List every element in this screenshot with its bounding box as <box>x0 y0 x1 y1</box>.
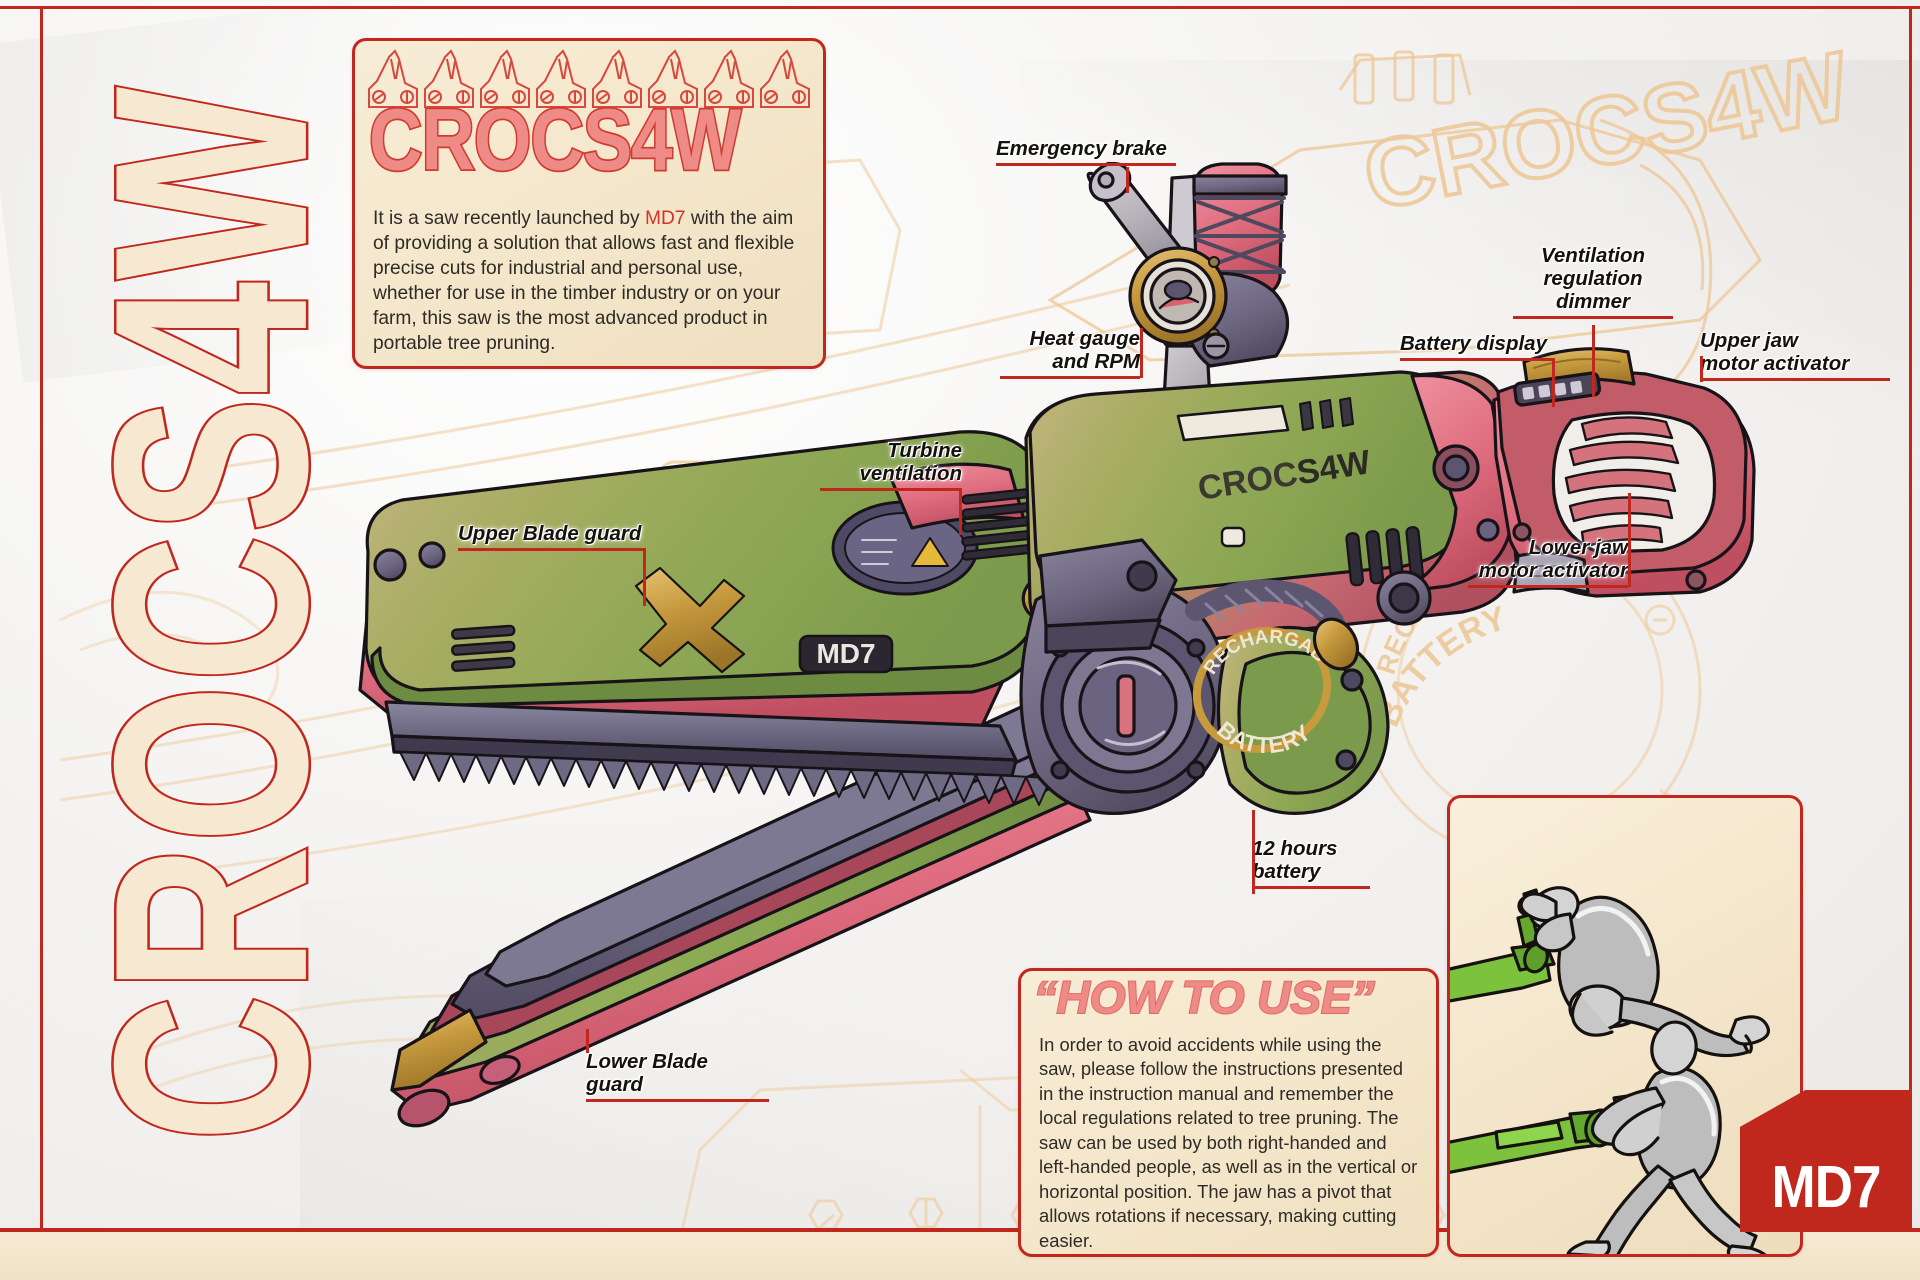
callout-battery-display: Battery display <box>1400 332 1555 407</box>
side-title-text: CROCS4W <box>54 83 367 1145</box>
svg-text:BATTERY: BATTERY <box>1369 599 1512 732</box>
paper-crease <box>1020 60 1920 480</box>
callout-emergency-brake: Emergency brake <box>996 137 1176 193</box>
callout-ventilation-dimmer: Ventilation regulation dimmer <box>1513 244 1673 397</box>
figure-kneeling <box>1450 886 1770 1058</box>
intro-body-part1: It is a saw recently launched by <box>373 208 645 229</box>
callout-turbine-ventilation-label: Turbine ventilation <box>859 439 962 485</box>
callout-battery-display-label: Battery display <box>1400 332 1547 355</box>
frame-line-right <box>1909 6 1912 1232</box>
intro-body-part2: with the aim of providing a solution tha… <box>373 208 795 354</box>
intro-brand: MD7 <box>644 208 686 229</box>
svg-text:RECHARGABLE: RECHARGABLE <box>1371 538 1551 677</box>
callout-upper-blade-guard: Upper Blade guard <box>458 522 646 606</box>
intro-title: CROCS4W <box>367 90 742 189</box>
callout-lower-jaw-activator: Lower jaw motor activator <box>1468 493 1631 588</box>
callout-lower-jaw-activator-label: Lower jaw motor activator <box>1478 536 1628 582</box>
heat-gauge-mast <box>1086 161 1290 472</box>
callout-upper-blade-guard-label: Upper Blade guard <box>458 522 642 545</box>
rear-handle <box>1492 347 1756 598</box>
callout-lower-blade-guard-label: Lower Blade guard <box>586 1050 708 1096</box>
md7-logo-text: MD7 <box>1771 1154 1882 1221</box>
svg-text:CROCS4W: CROCS4W <box>1356 32 1858 231</box>
callout-battery-life: 12 hours battery <box>1252 810 1370 894</box>
upper-blade-guard-assembly: MD7 <box>358 430 1093 732</box>
frame-line-bottom <box>0 1228 1920 1232</box>
frame-line-top <box>0 6 1920 9</box>
svg-text:MD7: MD7 <box>816 638 875 669</box>
how-to-use-body: In order to avoid accidents while using … <box>1039 1034 1418 1251</box>
intro-body: It is a saw recently launched by MD7 wit… <box>373 207 803 357</box>
how-to-use-panel: “HOW TO USE” In order to avoid accidents… <box>1018 968 1439 1257</box>
callout-ventilation-dimmer-label: Ventilation regulation dimmer <box>1540 244 1646 313</box>
callout-upper-jaw-activator-label: Upper jaw motor activator <box>1700 329 1850 375</box>
callout-heat-gauge-rpm-label: Heat gauge and RPM <box>1029 327 1141 373</box>
lower-blade-assembly <box>390 688 1106 1128</box>
callout-emergency-brake-label: Emergency brake <box>996 137 1167 160</box>
saw-teeth-decoration <box>368 49 810 108</box>
figure-standing <box>1450 1020 1767 1254</box>
how-to-use-title: “HOW TO USE” <box>1033 972 1376 1023</box>
callout-heat-gauge-rpm: Heat gauge and RPM <box>1000 327 1143 379</box>
saw-teeth-bar <box>384 700 1052 806</box>
callout-turbine-ventilation: Turbine ventilation <box>820 439 962 535</box>
md7-corner-logo: MD7 <box>1740 1090 1912 1232</box>
svg-text:BATTERY: BATTERY <box>1212 716 1315 758</box>
intro-panel: CROCS4W It is a saw recently launched by… <box>352 38 826 369</box>
frame-line-left <box>40 6 43 1232</box>
side-vertical-title: CROCS4W <box>54 0 367 1170</box>
svg-text:MD7: MD7 <box>680 463 836 546</box>
main-body: CROCS4W <box>1024 370 1518 654</box>
svg-text:CROCS4W: CROCS4W <box>1195 443 1373 508</box>
callout-lower-blade-guard: Lower Blade guard <box>586 1029 769 1102</box>
callout-battery-life-label: 12 hours battery <box>1252 837 1338 883</box>
usage-figures-illustration <box>1450 886 1770 1254</box>
link-arm <box>1038 538 1178 654</box>
callout-upper-jaw-activator: Upper jaw motor activator <box>1700 329 1890 382</box>
